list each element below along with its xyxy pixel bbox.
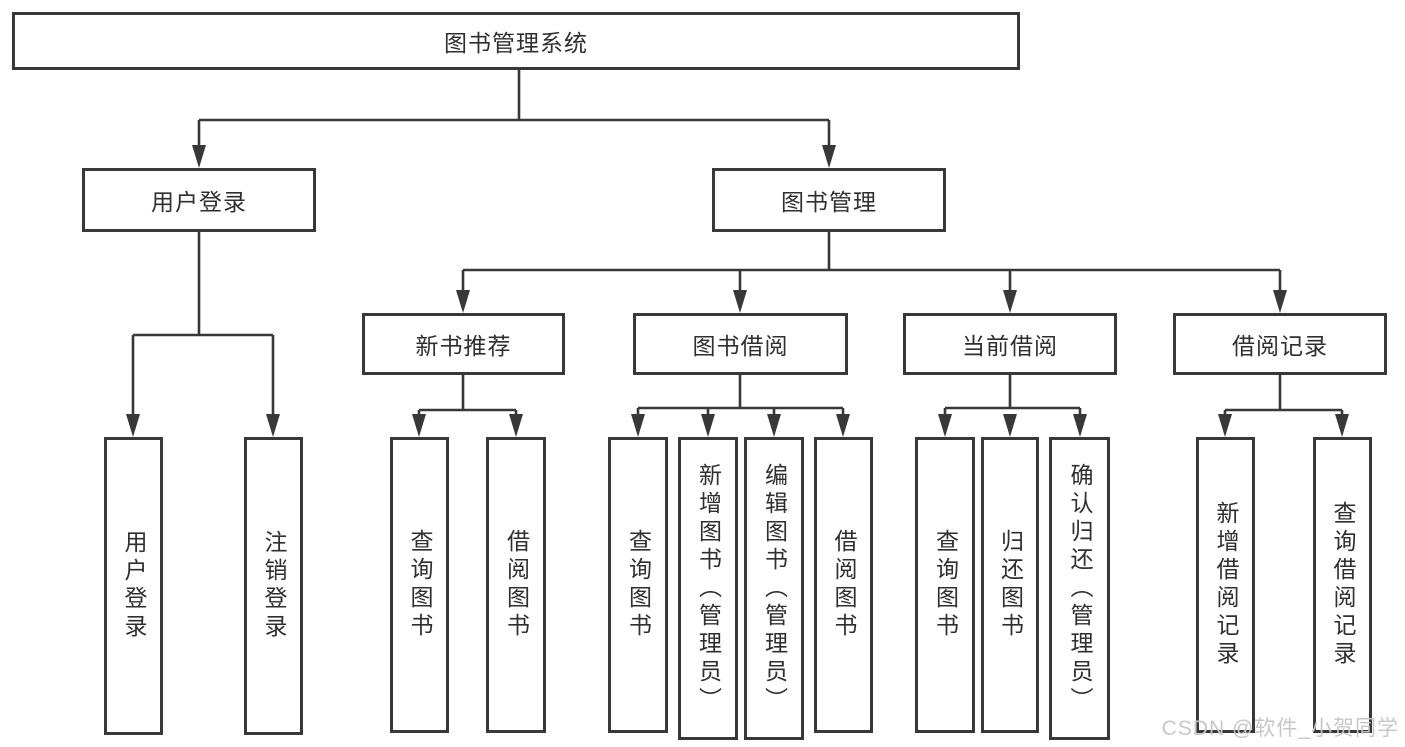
- connector-borrow-children: [636, 375, 845, 417]
- arrowheads-records-children: [1218, 414, 1349, 437]
- node-leaf-recommend-query-book: 查询图书: [390, 437, 449, 733]
- arrowheads-level1: [192, 145, 836, 168]
- node-current-borrow-label: 当前借阅: [962, 333, 1058, 359]
- node-leaf-recommend-borrow-book: 借阅图书: [486, 437, 546, 733]
- node-leaf-recommend-query-book-label: 查询图书: [407, 529, 433, 641]
- node-leaf-current-return-book: 归还图书: [981, 437, 1039, 733]
- node-user-login: 用户登录: [82, 168, 316, 232]
- node-leaf-add-borrow-record: 新增借阅记录: [1196, 437, 1255, 733]
- node-leaf-borrow-query-book: 查询图书: [608, 437, 668, 733]
- node-leaf-query-borrow-record: 查询借阅记录: [1313, 437, 1372, 733]
- node-leaf-add-borrow-record-label: 新增借阅记录: [1213, 501, 1239, 669]
- node-leaf-logout-label: 注销登录: [261, 530, 287, 642]
- node-leaf-borrow-add-book-admin: 新增图书（管理员）: [678, 437, 738, 740]
- connector-records-children: [1223, 375, 1344, 417]
- node-book-borrow: 图书借阅: [633, 313, 848, 375]
- node-leaf-current-return-book-label: 归还图书: [997, 529, 1024, 641]
- connector-user-login-children: [131, 232, 275, 417]
- node-book-management-label: 图书管理: [781, 189, 877, 215]
- node-leaf-current-confirm-return-admin-label: 确认归还（管理员）: [1067, 462, 1093, 715]
- node-leaf-query-borrow-record-label: 查询借阅记录: [1330, 501, 1356, 669]
- connector-book-mgmt-children: [461, 232, 1282, 293]
- arrowheads-user-login-children: [126, 414, 280, 437]
- node-leaf-current-query-book: 查询图书: [915, 437, 975, 733]
- node-leaf-recommend-borrow-book-label: 借阅图书: [503, 529, 530, 641]
- node-leaf-user-login-label: 用户登录: [121, 530, 147, 642]
- node-leaf-borrow-add-book-admin-label: 新增图书（管理员）: [695, 462, 722, 715]
- node-leaf-borrow-borrow-book-label: 借阅图书: [831, 529, 857, 641]
- node-leaf-borrow-edit-book-admin-label: 编辑图书（管理员）: [761, 462, 788, 715]
- node-library-system-label: 图书管理系统: [444, 30, 588, 56]
- connector-root-to-level1: [197, 70, 831, 148]
- arrowheads-new-recommend-children: [412, 414, 523, 437]
- node-leaf-borrow-query-book-label: 查询图书: [625, 529, 652, 641]
- node-new-book-recommend-label: 新书推荐: [415, 333, 512, 359]
- connector-new-recommend-children: [417, 375, 518, 417]
- node-leaf-user-login: 用户登录: [104, 437, 163, 735]
- arrowheads-current-children: [938, 414, 1087, 437]
- node-borrow-records-label: 借阅记录: [1232, 333, 1328, 359]
- arrowheads-book-mgmt-children: [456, 290, 1287, 313]
- node-leaf-logout: 注销登录: [244, 437, 303, 735]
- node-leaf-current-query-book-label: 查询图书: [932, 529, 959, 641]
- node-new-book-recommend: 新书推荐: [362, 313, 565, 375]
- node-current-borrow: 当前借阅: [903, 313, 1117, 375]
- node-borrow-records: 借阅记录: [1173, 313, 1387, 375]
- node-library-system: 图书管理系统: [12, 12, 1020, 70]
- csdn-watermark: CSDN @软件_小贺同学: [1161, 717, 1399, 740]
- node-book-management: 图书管理: [712, 168, 946, 232]
- arrowheads-borrow-children: [631, 414, 850, 437]
- node-leaf-current-confirm-return-admin: 确认归还（管理员）: [1049, 437, 1110, 740]
- node-leaf-borrow-edit-book-admin: 编辑图书（管理员）: [744, 437, 804, 740]
- node-user-login-label: 用户登录: [151, 189, 247, 215]
- node-leaf-borrow-borrow-book: 借阅图书: [814, 437, 873, 733]
- connector-current-children: [943, 375, 1082, 417]
- node-book-borrow-label: 图书借阅: [692, 333, 789, 359]
